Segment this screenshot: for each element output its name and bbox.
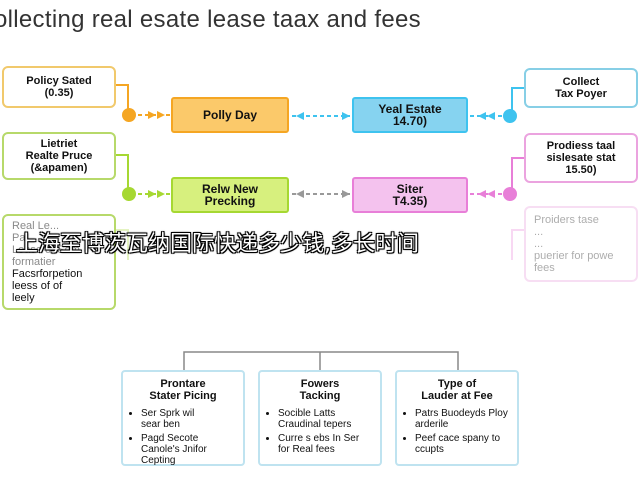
arrow-head: [487, 190, 495, 198]
connector-right-top: [511, 87, 524, 116]
list-item: Pagd Secote Canole's Jnifor Cepting: [141, 433, 235, 466]
connector-left-top: [116, 84, 129, 115]
node-dot-orange: [122, 108, 136, 122]
arrow-head: [148, 111, 156, 119]
center-box-relw-new: Relw New Precking: [171, 177, 289, 213]
box-collect-tax-payer: Collect Tax Poyer: [524, 68, 638, 108]
box-prodiess-taal: Prodiess taal sislesate stat 15.50): [524, 133, 638, 183]
box-district-realte-price: Lietriet Realte Pruce (&apamen): [2, 132, 116, 180]
connector-left-mid: [116, 154, 129, 194]
bottom-box-heading: Type of Lauder at Fee: [421, 378, 493, 402]
arrow-head: [478, 112, 486, 120]
connector-right-mid: [511, 157, 524, 194]
bottom-box-fee-type: Type of Lauder at Fee Patrs Buodeyds Plo…: [395, 370, 519, 466]
node-dot-green: [122, 187, 136, 201]
bottom-box-heading: Prontare Stater Picing: [149, 378, 217, 402]
box-policy-stated: Policy Sated (0.35): [2, 66, 116, 108]
node-dot-pink: [503, 187, 517, 201]
bottom-box-pricing: Prontare Stater Picing Ser Sprk wilsear …: [121, 370, 245, 466]
node-dot-blue: [503, 109, 517, 123]
arrow-head: [342, 190, 350, 198]
bottom-box-tracking: Fowers Tacking Socible Latts Craudinal t…: [258, 370, 382, 466]
center-box-polly-day: Polly Day: [171, 97, 289, 133]
diagram-title: ollecting real esate lease taax and fees: [0, 6, 421, 33]
list-item: Patrs Buodeyds Ploy arderile: [415, 408, 509, 430]
list-item: Curre s ebs In Ser for Real fees: [278, 433, 372, 455]
arrow-head: [157, 111, 165, 119]
list-item: Socible Latts Craudinal tepers: [278, 408, 372, 430]
bottom-bracket: [183, 351, 459, 370]
list-item: Peef cace spany to ccupts: [415, 433, 509, 455]
arrow-head: [148, 190, 156, 198]
overlay-caption: 上海至博茨瓦纳国际快递多少钱,多长时间: [16, 232, 419, 257]
bottom-box-heading: Fowers Tacking: [299, 378, 341, 402]
arrow-head: [296, 190, 304, 198]
arrow-head: [157, 190, 165, 198]
box-proiders-tase: Proiders tase ... ... puerier for powe f…: [524, 206, 638, 282]
center-box-real-estate: Yeal Estate 14.70): [352, 97, 468, 133]
center-box-siter: Siter T4.35): [352, 177, 468, 213]
arrow-head: [478, 190, 486, 198]
box-real-lease: Real Le... Pa... Lease of Som formatier …: [2, 214, 116, 310]
arrow-head: [342, 112, 350, 120]
arrow-head: [487, 112, 495, 120]
arrow-head: [296, 112, 304, 120]
